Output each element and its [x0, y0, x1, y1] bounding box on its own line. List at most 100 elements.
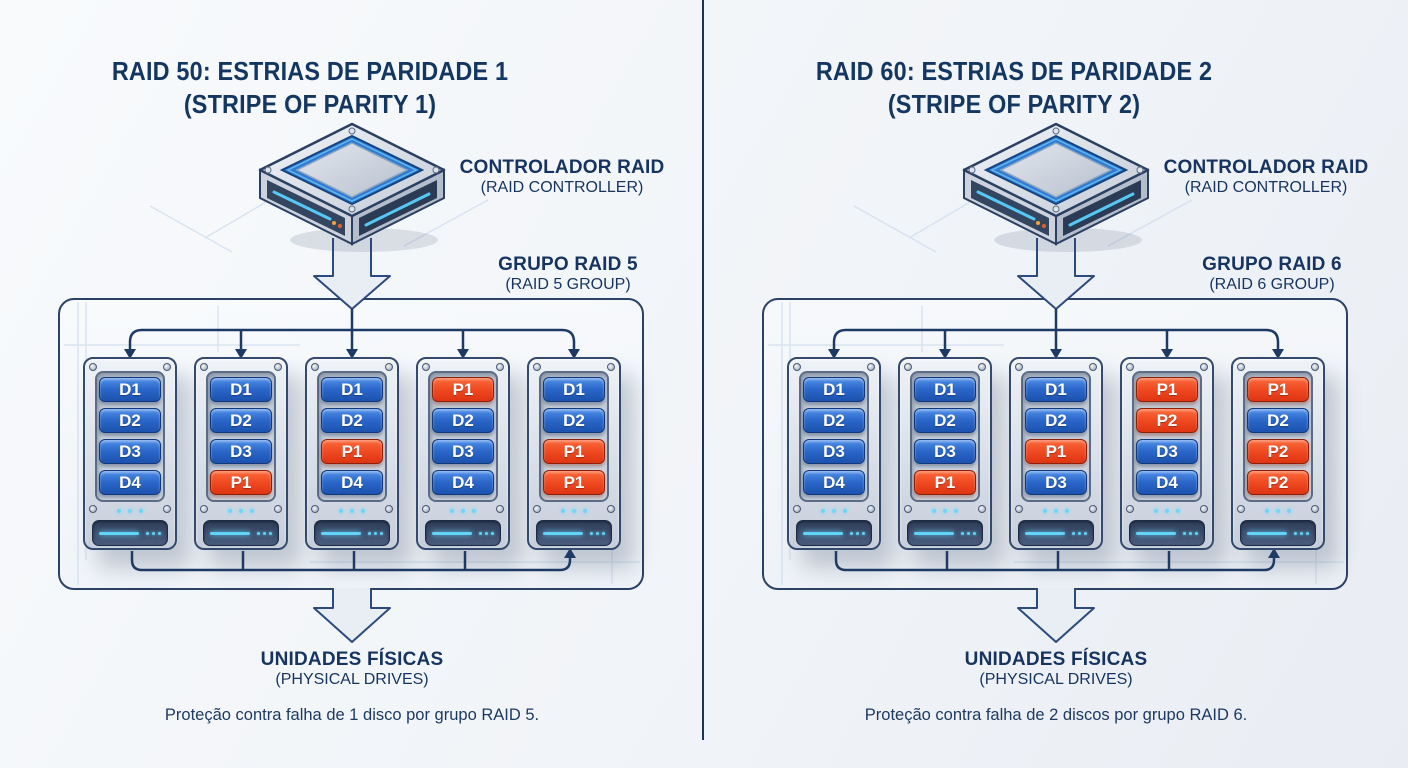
block-D3: D3 — [432, 439, 494, 464]
block-D3: D3 — [914, 439, 976, 464]
activity-panel — [1129, 520, 1205, 546]
screw-icon — [200, 363, 208, 371]
screw-icon — [1311, 363, 1319, 371]
block-P1: P1 — [210, 470, 272, 495]
block-P1: P1 — [914, 470, 976, 495]
block-D4: D4 — [99, 470, 161, 495]
activity-panel — [1018, 520, 1094, 546]
block-D1: D1 — [210, 377, 272, 402]
activity-bar — [210, 531, 250, 535]
screw-icon — [1126, 505, 1134, 513]
physical-label-sub: (PHYSICAL DRIVES) — [979, 671, 1133, 688]
block-P1: P1 — [321, 439, 383, 464]
activity-dots — [368, 531, 383, 535]
block-D3: D3 — [1025, 470, 1087, 495]
led-indicators — [789, 509, 879, 513]
title-line1: RAID 50: ESTRIAS DE PARIDADE 1 — [111, 56, 509, 87]
activity-dots — [961, 531, 976, 535]
screw-icon — [533, 363, 541, 371]
screw-icon — [422, 505, 430, 513]
screw-icon — [200, 505, 208, 513]
activity-bar — [1247, 531, 1287, 535]
block-D2: D2 — [1247, 408, 1309, 433]
activity-bar — [432, 531, 472, 535]
activity-dots — [257, 531, 272, 535]
screw-icon — [1126, 363, 1134, 371]
block-D4: D4 — [432, 470, 494, 495]
block-D3: D3 — [99, 439, 161, 464]
activity-dots — [1072, 531, 1087, 535]
led-indicators — [1011, 509, 1101, 513]
physical-label-main: UNIDADES FÍSICAS — [260, 649, 444, 670]
group-label-sub: (RAID 5 GROUP) — [505, 276, 631, 293]
activity-panel — [1240, 520, 1316, 546]
screw-icon — [311, 505, 319, 513]
screw-icon — [1200, 363, 1208, 371]
led-indicators — [1122, 509, 1212, 513]
activity-panel — [796, 520, 872, 546]
activity-bar — [1025, 531, 1065, 535]
block-D4: D4 — [321, 470, 383, 495]
screw-icon — [1015, 505, 1023, 513]
activity-dots — [1183, 531, 1198, 535]
block-P2: P2 — [1247, 439, 1309, 464]
group-label-sub: (RAID 6 GROUP) — [1209, 276, 1335, 293]
activity-panel — [907, 520, 983, 546]
title-line1: RAID 60: ESTRIAS DE PARIDADE 2 — [815, 56, 1213, 87]
panel-title: RAID 60: ESTRIAS DE PARIDADE 2 (STRIPE O… — [735, 55, 1293, 121]
physical-label-sub: (PHYSICAL DRIVES) — [275, 671, 429, 688]
activity-bar — [914, 531, 954, 535]
raid60-panel: RAID 60: ESTRIAS DE PARIDADE 2 (STRIPE O… — [704, 0, 1408, 768]
screw-icon — [422, 363, 430, 371]
block-P1: P1 — [543, 439, 605, 464]
physical-drives-label: UNIDADES FÍSICAS (PHYSICAL DRIVES) — [796, 650, 1316, 690]
screw-icon — [385, 505, 393, 513]
activity-panel — [92, 520, 168, 546]
block-P1: P1 — [1136, 377, 1198, 402]
screw-icon — [533, 505, 541, 513]
controller-label: CONTROLADOR RAID (RAID CONTROLLER) — [1136, 158, 1396, 198]
screw-icon — [904, 505, 912, 513]
block-D2: D2 — [99, 408, 161, 433]
block-P1: P1 — [432, 377, 494, 402]
screw-icon — [1015, 363, 1023, 371]
physical-label-main: UNIDADES FÍSICAS — [964, 649, 1148, 670]
screw-icon — [274, 363, 282, 371]
block-P1: P1 — [1247, 377, 1309, 402]
screw-icon — [1237, 505, 1245, 513]
block-D3: D3 — [210, 439, 272, 464]
screw-icon — [1200, 505, 1208, 513]
activity-panel — [536, 520, 612, 546]
screw-icon — [496, 363, 504, 371]
screw-icon — [1089, 363, 1097, 371]
screw-icon — [607, 505, 615, 513]
led-indicators — [307, 509, 397, 513]
activity-dots — [146, 531, 161, 535]
activity-panel — [203, 520, 279, 546]
screw-icon — [274, 505, 282, 513]
led-indicators — [900, 509, 990, 513]
block-P1: P1 — [1025, 439, 1087, 464]
screw-icon — [978, 363, 986, 371]
screw-icon — [607, 363, 615, 371]
activity-bar — [321, 531, 361, 535]
